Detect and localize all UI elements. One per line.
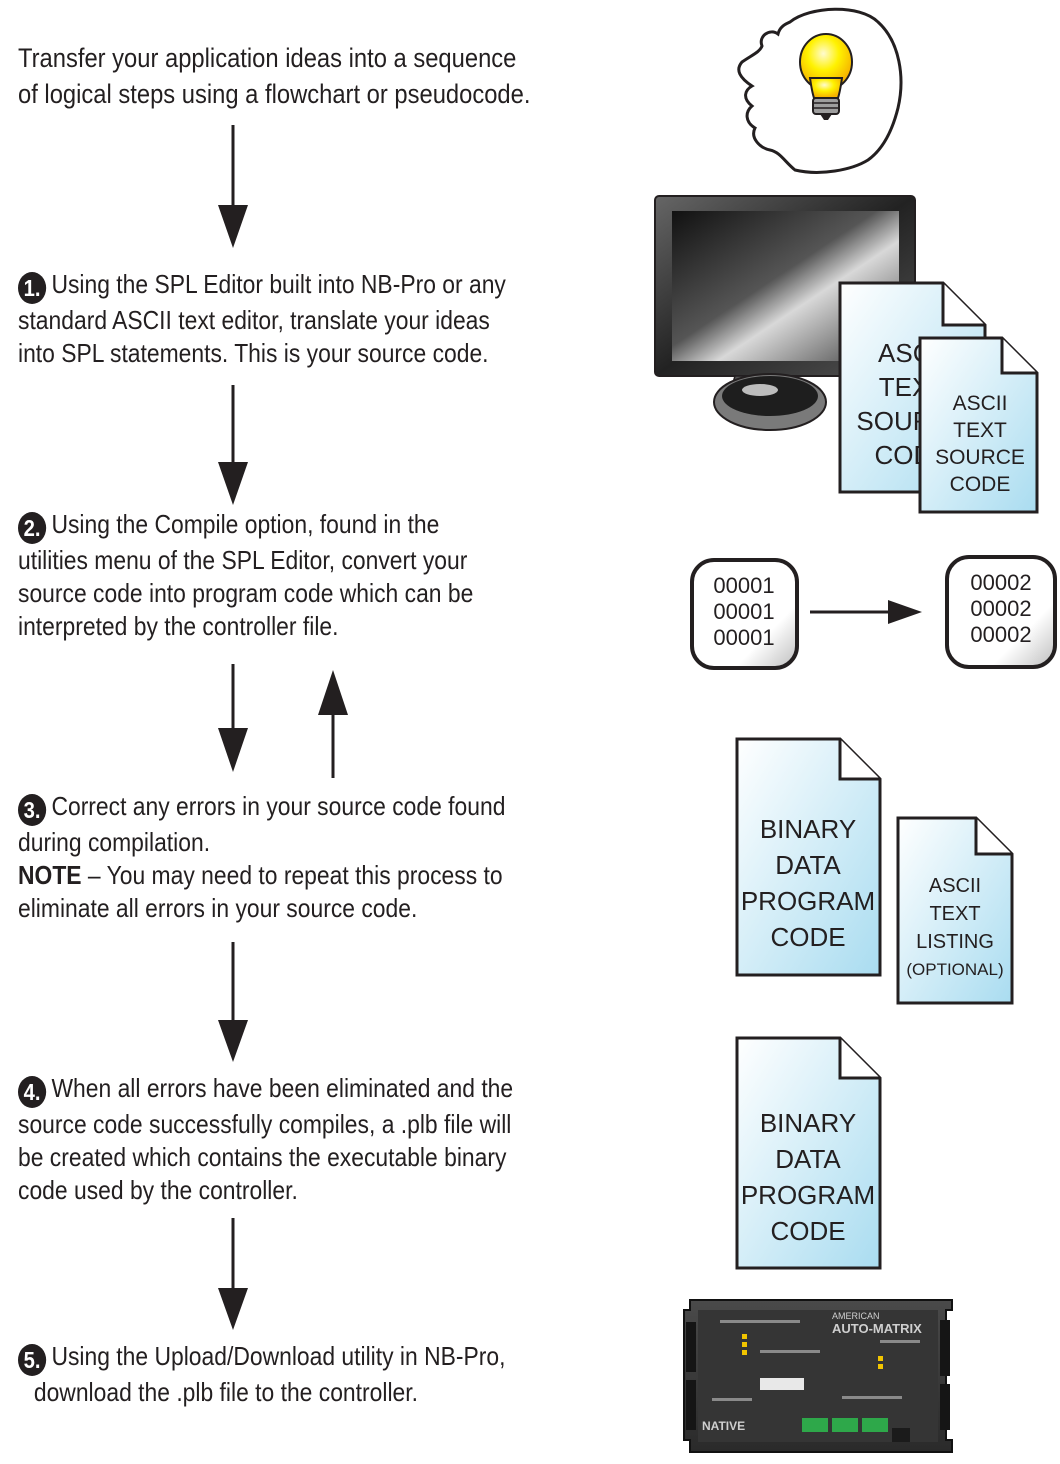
doc-line: CODE <box>950 473 1011 496</box>
doc-line: ASCII <box>929 875 981 897</box>
step-line: download the .plb file to the controller… <box>33 1377 418 1407</box>
doc-line: PROGRAM <box>741 1180 875 1210</box>
binary-program-document-final: BINARY DATA PROGRAM CODE <box>735 1036 882 1270</box>
step-3-text: 3.Correct any errors in your source code… <box>18 790 505 925</box>
down-arrow <box>218 664 248 772</box>
intro-line: of logical steps using a flowchart or ps… <box>18 79 531 109</box>
step-number-badge: 1. <box>18 272 47 304</box>
doc-line: TEXT <box>929 903 980 925</box>
down-arrow <box>218 125 248 248</box>
intro-text: Transfer your application ideas into a s… <box>18 40 530 112</box>
intro-line: Transfer your application ideas into a s… <box>18 43 517 73</box>
controller-icon: AMERICAN AUTO-MATRIX NATIVE <box>683 1299 953 1453</box>
step-4-text: 4.When all errors have been eliminated a… <box>18 1072 513 1207</box>
step-line: source code into program code which can … <box>18 578 474 608</box>
compile-arrow <box>810 600 922 624</box>
code-line: 00001 <box>713 573 774 598</box>
step-5-text: 5.Using the Upload/Download utility in N… <box>18 1340 505 1409</box>
doc-line: DATA <box>775 1144 841 1174</box>
step-line: during compilation. <box>18 827 211 857</box>
doc-line: TEXT <box>953 419 1007 442</box>
step-line: Using the Compile option, found in the <box>51 509 440 539</box>
step-number-badge: 5. <box>18 1344 47 1376</box>
doc-line: ASCII <box>953 392 1008 415</box>
code-box-before: 00001 00001 00001 <box>690 558 799 670</box>
down-arrow <box>218 942 248 1062</box>
note-label: NOTE <box>18 860 82 890</box>
controller-model: NATIVE <box>702 1419 745 1433</box>
code-box-after: 00002 00002 00002 <box>945 555 1057 669</box>
doc-line: PROGRAM <box>741 886 875 916</box>
step-line: When all errors have been eliminated and… <box>51 1073 514 1103</box>
step-line: standard ASCII text editor, translate yo… <box>18 305 490 335</box>
doc-line: BINARY <box>760 814 856 844</box>
step-line: utilities menu of the SPL Editor, conver… <box>18 545 468 575</box>
step-number-badge: 2. <box>18 512 47 544</box>
idea-head-icon <box>737 7 903 174</box>
note-line: eliminate all errors in your source code… <box>18 893 418 923</box>
code-line: 00001 <box>713 625 774 650</box>
step-line: Using the Upload/Download utility in NB-… <box>51 1341 506 1371</box>
doc-line: CODE <box>770 922 845 952</box>
doc-line: (OPTIONAL) <box>906 960 1003 979</box>
step-line: Correct any errors in your source code f… <box>51 791 506 821</box>
note-line: – You may need to repeat this process to <box>81 860 503 890</box>
binary-program-document: BINARY DATA PROGRAM CODE <box>735 737 882 977</box>
ascii-source-document-front: ASCII TEXT SOURCE CODE <box>918 336 1039 514</box>
step-line: interpreted by the controller file. <box>18 611 339 641</box>
doc-line: DATA <box>775 850 841 880</box>
controller-brand: AUTO-MATRIX <box>832 1321 922 1336</box>
step-2-text: 2.Using the Compile option, found in the… <box>18 508 473 643</box>
step-line: code used by the controller. <box>18 1175 298 1205</box>
step-number-badge: 4. <box>18 1076 47 1108</box>
light-bulb-icon <box>799 33 853 120</box>
ascii-listing-document: ASCII TEXT LISTING (OPTIONAL) <box>896 816 1014 1005</box>
code-line: 00002 <box>970 622 1031 647</box>
green-terminal-block <box>802 1418 910 1442</box>
down-arrow <box>218 1218 248 1330</box>
down-arrow <box>218 385 248 505</box>
controller-brand: AMERICAN <box>832 1311 880 1321</box>
up-arrow <box>318 670 348 778</box>
doc-line: CODE <box>770 1216 845 1246</box>
step-line: Using the SPL Editor built into NB-Pro o… <box>51 269 506 299</box>
doc-line: LISTING <box>916 931 994 953</box>
step-number-badge: 3. <box>18 794 47 826</box>
step-line: be created which contains the executable… <box>18 1142 507 1172</box>
code-line: 00002 <box>970 570 1031 595</box>
code-line: 00001 <box>713 599 774 624</box>
step-line: source code successfully compiles, a .pl… <box>18 1109 512 1139</box>
step-line: into SPL statements. This is your source… <box>18 338 489 368</box>
code-line: 00002 <box>970 596 1031 621</box>
doc-line: BINARY <box>760 1108 856 1138</box>
step-1-text: 1.Using the SPL Editor built into NB-Pro… <box>18 268 506 370</box>
doc-line: SOURCE <box>935 446 1025 469</box>
